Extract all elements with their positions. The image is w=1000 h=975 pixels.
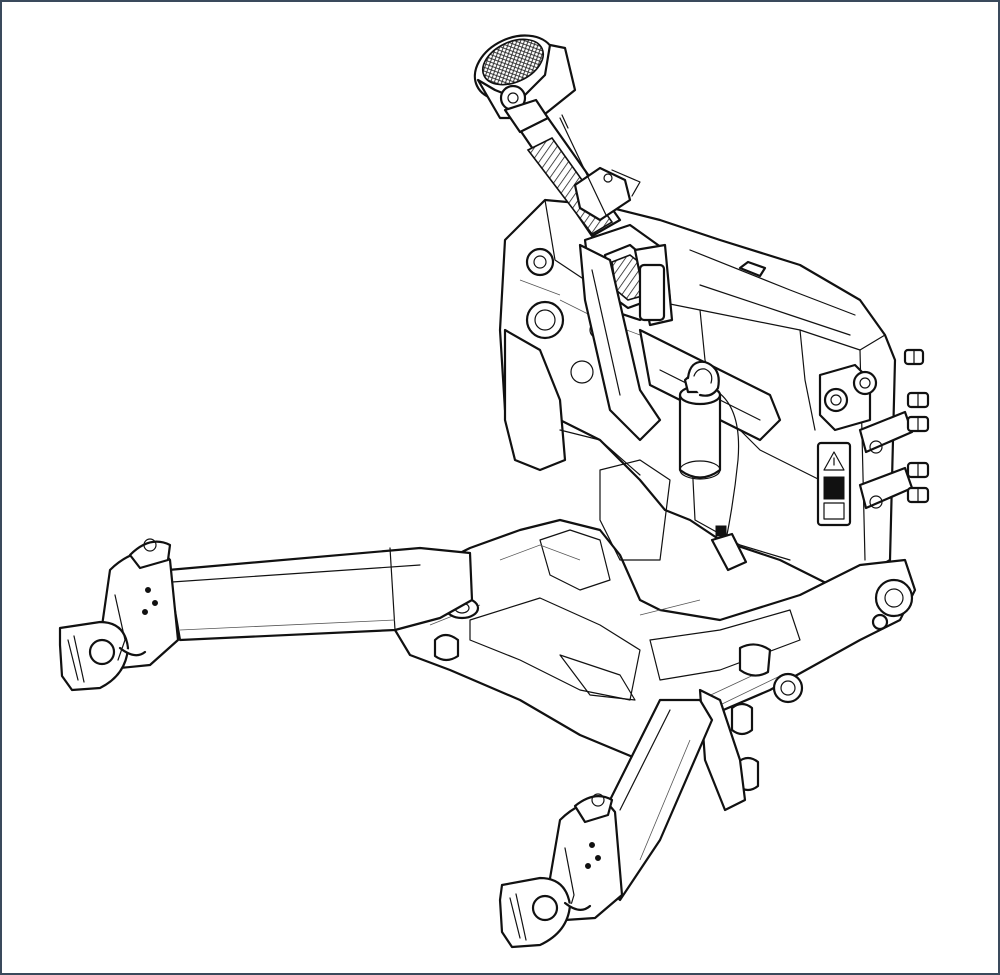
lower-arm-left xyxy=(58,538,474,692)
hitch-hook-right xyxy=(498,793,624,949)
right-mount-plate xyxy=(816,348,930,527)
warning-decal xyxy=(816,441,852,527)
bolt-stack xyxy=(903,348,930,504)
pto-shaft xyxy=(473,34,641,238)
top-link-pin xyxy=(678,360,748,572)
lower-arm-right xyxy=(498,698,714,949)
hitch-hook-left xyxy=(58,538,180,692)
warning-triangle-icon xyxy=(823,451,845,471)
pto-universal-joint xyxy=(473,34,577,134)
